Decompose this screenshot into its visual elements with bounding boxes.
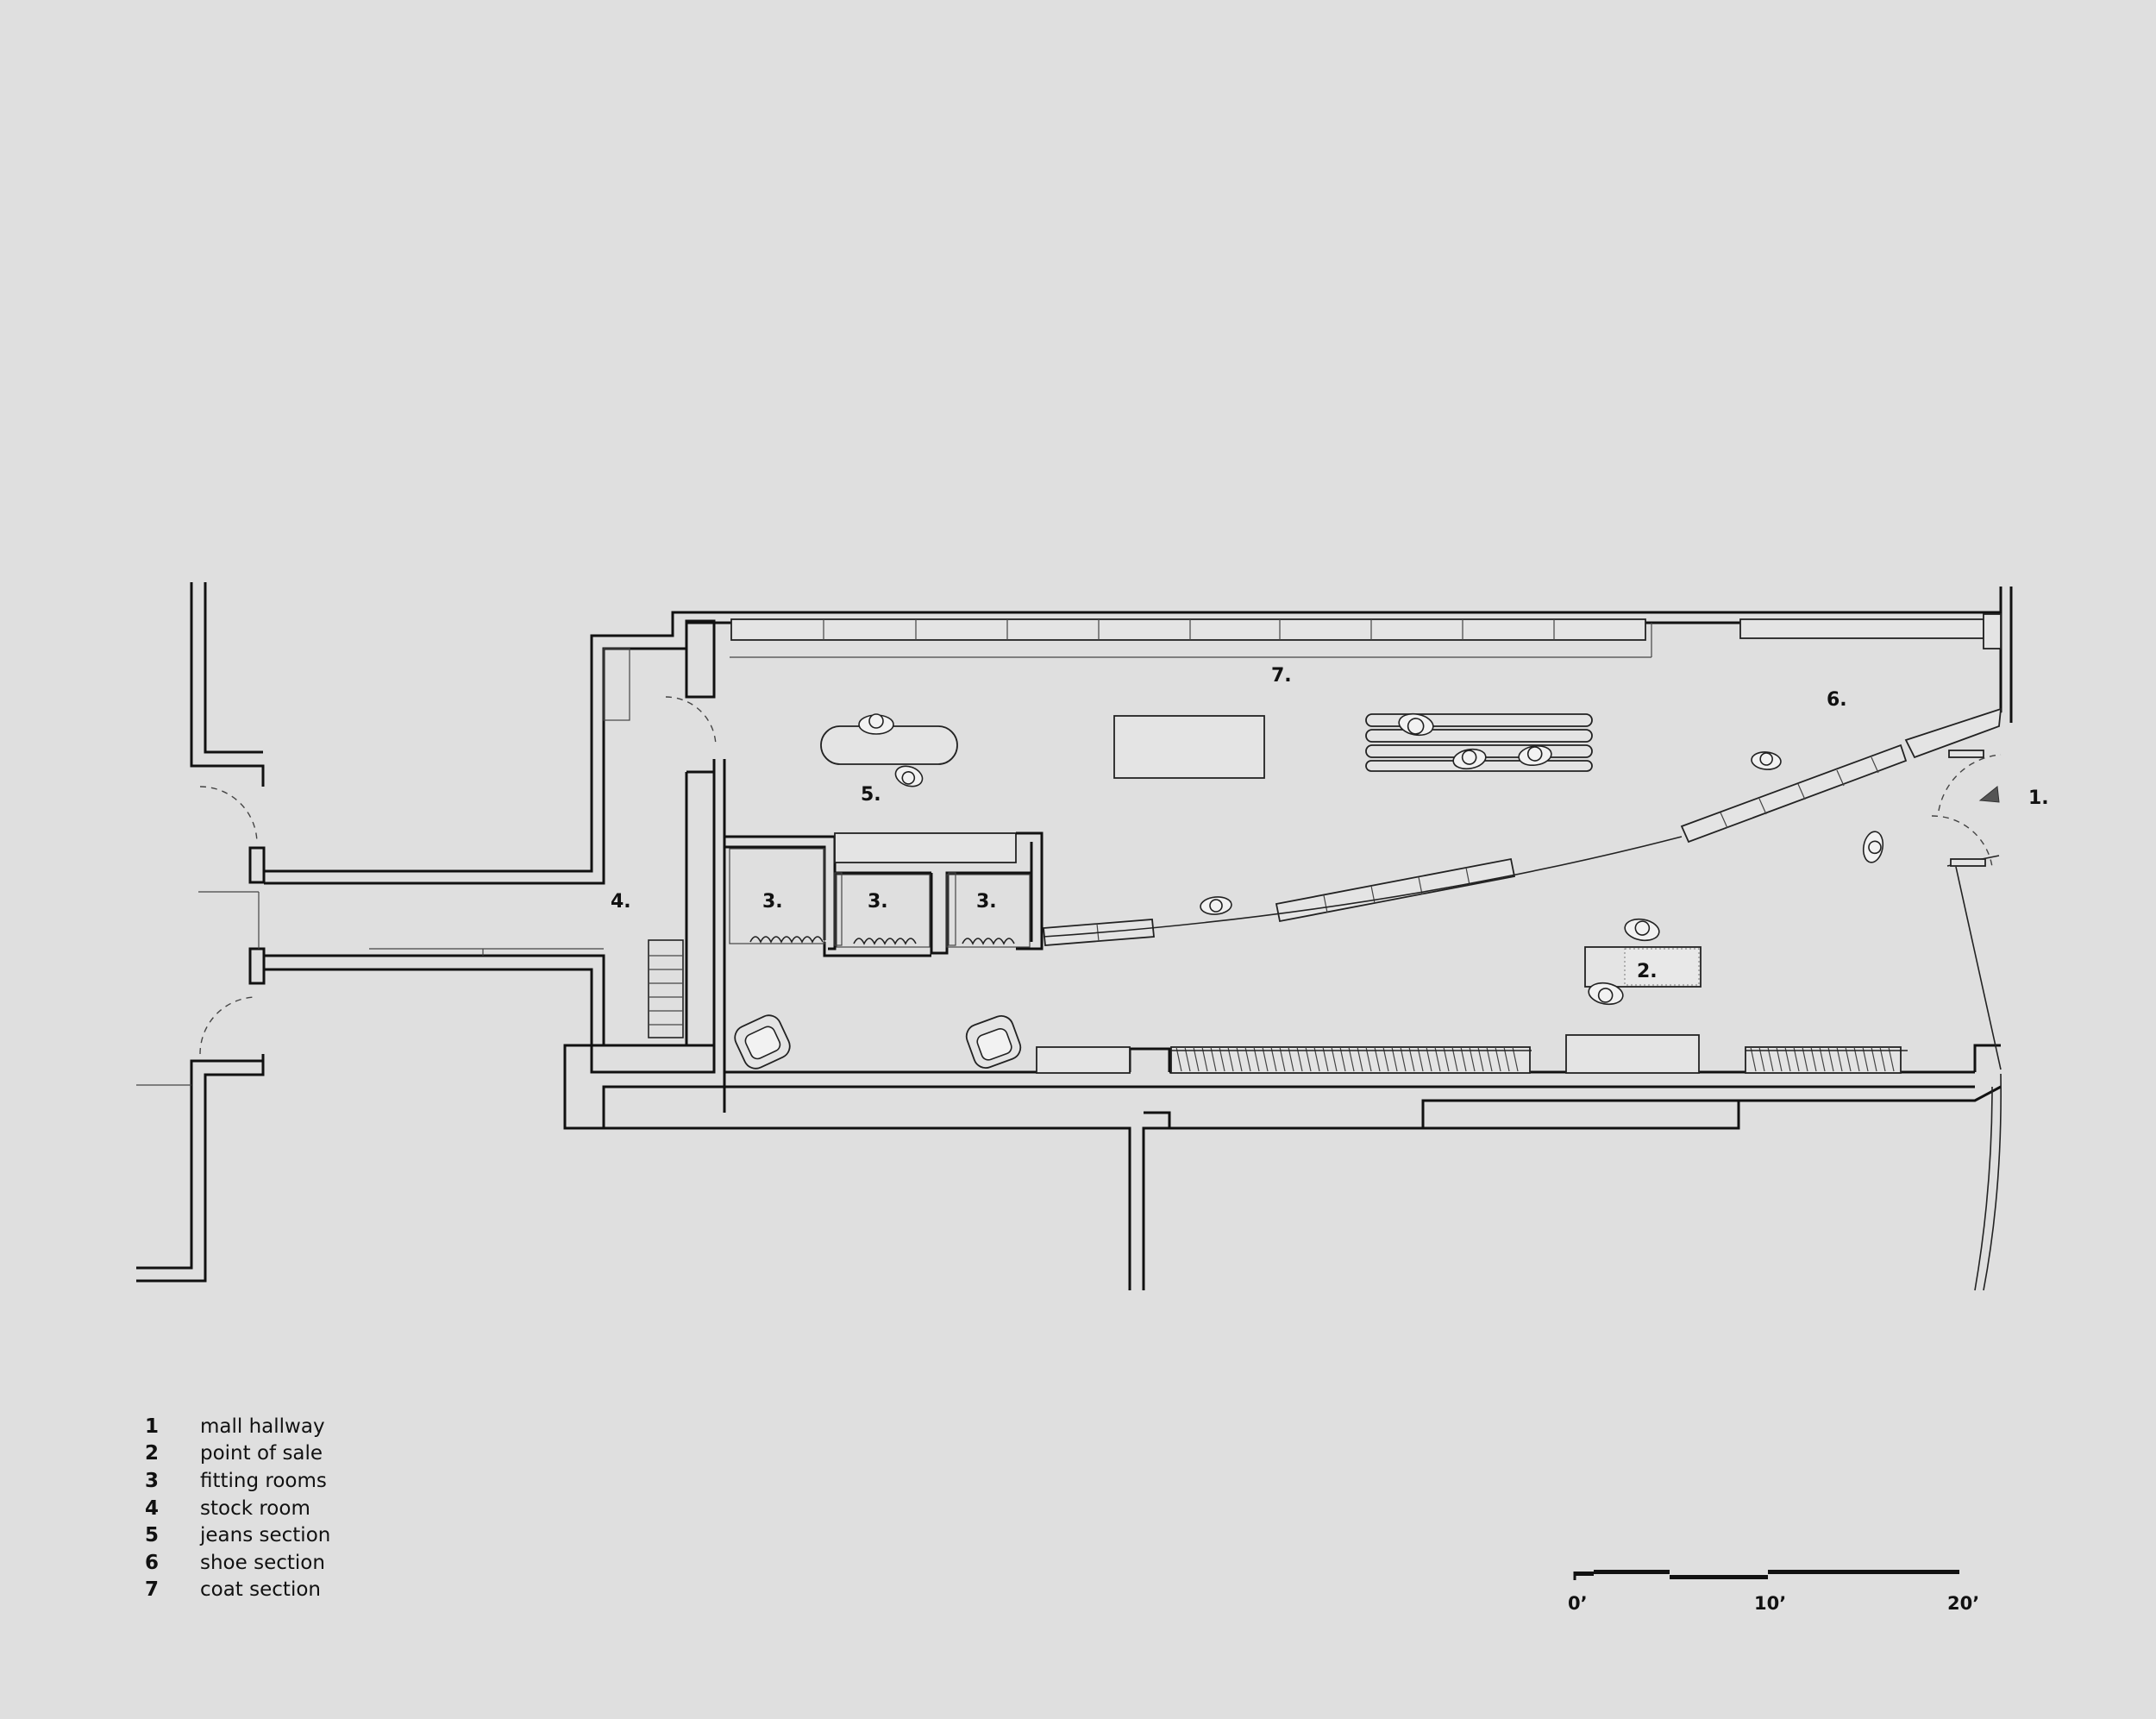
legend-label: fitting rooms [200, 1469, 327, 1492]
person-icon [1751, 751, 1782, 770]
label-fitting-room-b: 3. [868, 891, 888, 913]
scale-label-20: 20’ [1947, 1593, 1979, 1614]
label-stock-room: 4. [611, 891, 631, 913]
lounge-chair-icon [734, 1014, 791, 1070]
stock-room-walls [590, 619, 726, 1074]
legend-item: 7 coat section [145, 1577, 330, 1604]
legend-item: 1 mall hallway [145, 1413, 330, 1440]
entrance-arrow-icon [1978, 786, 2000, 803]
legend-item: 5 jeans section [145, 1521, 330, 1549]
legend-number: 2 [145, 1442, 160, 1465]
legend-label: mall hallway [200, 1415, 325, 1438]
legend-item: 6 shoe section [145, 1549, 330, 1577]
legend-item: 3 fitting rooms [145, 1467, 330, 1495]
scale-label-10: 10’ [1754, 1593, 1786, 1614]
legend-number: 6 [145, 1551, 160, 1574]
person-icon [858, 713, 894, 735]
label-point-of-sale: 2. [1637, 961, 1658, 982]
legend-item: 4 stock room [145, 1495, 330, 1522]
person-icon [1398, 712, 1434, 737]
legend-number: 1 [145, 1415, 160, 1438]
person-icon [1452, 748, 1487, 770]
label-shoe-section: 6. [1827, 689, 1847, 711]
label-fitting-room-c: 3. [976, 891, 997, 913]
person-icon [1518, 744, 1552, 767]
legend-item: 2 point of sale [145, 1440, 330, 1468]
shoe-display-line [1043, 707, 2002, 946]
scale-label-0: 0’ [1568, 1593, 1588, 1614]
scale-bar: 0’ 10’ 20’ [1568, 1570, 1979, 1614]
label-coat-section: 7. [1271, 665, 1292, 687]
stock-room-passage [264, 611, 2001, 1130]
person-icon [1200, 896, 1232, 915]
legend-label: point of sale [200, 1442, 323, 1465]
legend-label: shoe section [200, 1551, 325, 1574]
point-of-sale-counter [1584, 946, 1702, 988]
legend-label: stock room [200, 1496, 310, 1520]
corridor-door-jambs [198, 846, 266, 985]
corridor-walls [136, 582, 265, 1283]
label-fitting-room-a: 3. [762, 891, 783, 913]
lower-wall-fixtures [1036, 1034, 1908, 1074]
legend-number: 7 [145, 1578, 160, 1602]
entrance [1931, 750, 2002, 868]
person-icon [894, 765, 924, 787]
legend-number: 5 [145, 1524, 160, 1547]
fitting-rooms [724, 831, 1044, 957]
label-jeans-section: 5. [861, 784, 881, 806]
center-fixtures [820, 713, 1593, 779]
person-icon [1862, 831, 1884, 863]
legend-label: jeans section [200, 1524, 331, 1547]
people [858, 712, 1884, 1006]
legend-number: 3 [145, 1469, 160, 1492]
legend-number: 4 [145, 1496, 160, 1520]
label-mall-hallway: 1. [2028, 787, 2049, 809]
coat-wall-shelving [730, 613, 2002, 658]
legend-label: coat section [200, 1578, 321, 1602]
person-icon [1624, 918, 1660, 942]
person-icon [1588, 982, 1624, 1006]
legend: 1 mall hallway 2 point of sale 3 fitting… [145, 1413, 330, 1603]
lounge-chair-icon [965, 1015, 1022, 1069]
lounge-chairs [734, 1014, 1022, 1070]
room-labels: 1. 2. 3. 3. 3. 4. 5. 6. 7. [611, 665, 2049, 982]
